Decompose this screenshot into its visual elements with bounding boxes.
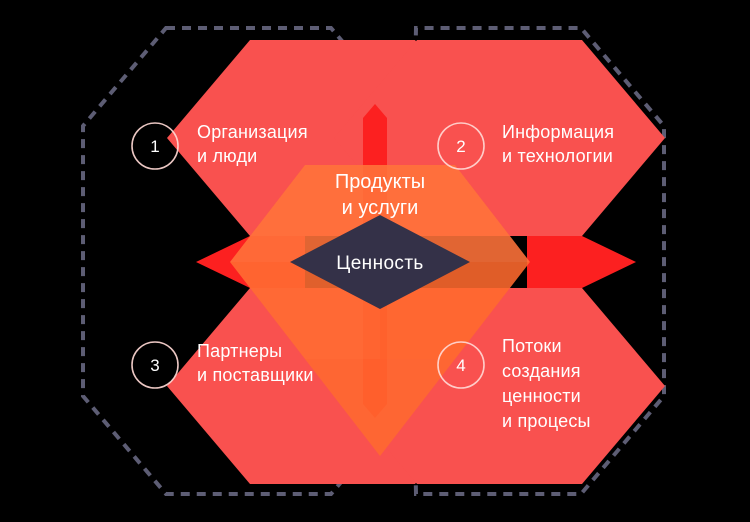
quadrant-3-group[interactable]: 3 Партнеры и поставщики bbox=[131, 341, 314, 389]
core-diamond-shape[interactable] bbox=[290, 215, 470, 309]
quadrant-1-label-line-1: Организация bbox=[197, 122, 308, 142]
quadrant-2-group[interactable]: 2 Информация и технологии bbox=[437, 122, 614, 170]
overlap-right-center bbox=[582, 236, 636, 288]
quadrant-4-label-line-2: создания bbox=[502, 361, 581, 381]
core-label: Ценность bbox=[336, 253, 423, 274]
overlap-left-center bbox=[196, 236, 250, 288]
quadrant-3-label-line-1: Партнеры bbox=[197, 341, 282, 361]
quadrant-3-number-circle bbox=[131, 341, 179, 389]
center-lower-lobe bbox=[305, 359, 455, 456]
quadrant-4-number-circle bbox=[437, 341, 485, 389]
quadrant-1-label-line-2: и люди bbox=[197, 146, 257, 166]
quadrant-2-label-line-2: и технологии bbox=[502, 146, 613, 166]
quadrant-4-group[interactable]: 4 Потоки создания ценности и процесы bbox=[437, 336, 591, 431]
center-overlay-line-2: и услуги bbox=[342, 197, 419, 219]
quadrant-1-number: 1 bbox=[150, 137, 159, 156]
quadrant-4-label-line-4: и процесы bbox=[502, 411, 591, 431]
quadrant-4-number: 4 bbox=[456, 356, 465, 375]
quadrant-4-label-line-1: Потоки bbox=[502, 336, 562, 356]
center-hex-tints bbox=[230, 165, 530, 262]
quadrant-3-label-line-2: и поставщики bbox=[197, 365, 314, 385]
quadrant-2-number: 2 bbox=[456, 137, 465, 156]
center-tint-upper bbox=[230, 165, 530, 262]
quadrant-2-number-circle bbox=[437, 122, 485, 170]
quadrant-1-group[interactable]: 1 Организация и люди bbox=[131, 122, 308, 170]
quadrant-1-number-circle bbox=[131, 122, 179, 170]
center-overlay-line-1: Продукты bbox=[335, 171, 425, 193]
quadrant-4-label-line-3: ценности bbox=[502, 386, 581, 406]
quadrant-2-label-line-1: Информация bbox=[502, 122, 614, 142]
center-overlay-text-group: Продукты и услуги bbox=[335, 171, 425, 219]
core-diamond-group: Ценность bbox=[290, 215, 470, 309]
overlap-inner-right bbox=[527, 236, 582, 288]
quadrant-3-number: 3 bbox=[150, 356, 159, 375]
